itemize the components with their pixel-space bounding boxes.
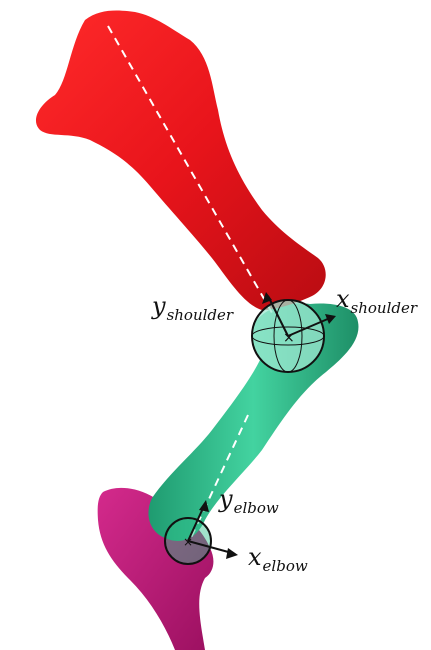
x-shoulder-label: xshoulder [336, 287, 417, 316]
y-elbow-subscript: elbow [234, 499, 279, 517]
x-elbow-symbol: x [248, 543, 262, 571]
x-shoulder-subscript: shoulder [351, 299, 418, 317]
x-elbow-label: xelbow [248, 545, 308, 574]
y-shoulder-subscript: shoulder [167, 306, 234, 324]
x-elbow-subscript: elbow [263, 557, 308, 575]
y-shoulder-label: yshoulder [152, 294, 233, 323]
y-elbow-label: yelbow [219, 487, 279, 516]
scapula-bone [36, 10, 326, 310]
svg-text:×: × [283, 330, 295, 346]
y-shoulder-symbol: y [152, 292, 166, 320]
y-elbow-symbol: y [219, 485, 233, 513]
x-shoulder-symbol: x [336, 285, 350, 313]
